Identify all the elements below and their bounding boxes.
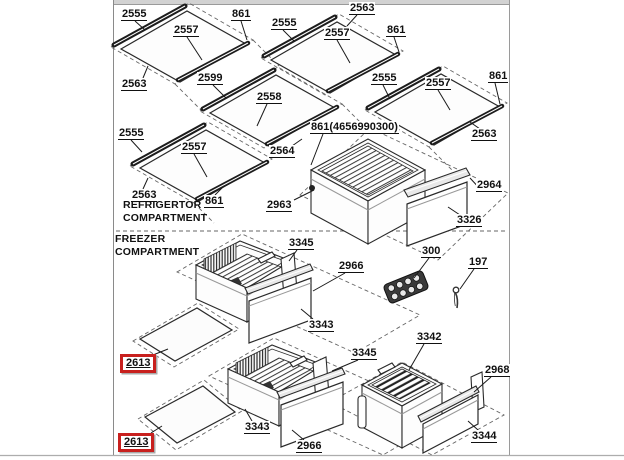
freezer-compartment-title: FREEZER COMPARTMENT [115,233,199,258]
freezer-glass-panels [138,307,237,444]
glass-panel-2613-lower [143,385,237,444]
refrigerator-drawer-group [309,138,471,247]
lower-freezer-basket-group [357,362,485,454]
part-label-300: 300 [421,245,442,258]
part-label-3343-upper: 3343 [308,319,335,332]
part-label-861-shelf-e: 861 [204,195,225,208]
part-label-2963: 2963 [266,199,293,212]
part-label-2563-shelf-e: 2563 [131,189,158,202]
part-label-2557-shelf-a: 2557 [173,24,200,37]
leader-lines [130,14,501,441]
part-label-2968: 2968 [484,364,511,377]
part-label-2555-shelf-c: 2555 [371,72,398,85]
part-label-2555-shelf-b: 2555 [271,17,298,30]
part-label-861-shelf-a: 861 [231,8,252,21]
shelf-d [200,67,340,147]
part-label-2563-shelf-c: 2563 [471,128,498,141]
shelf-a [111,3,251,83]
part-label-2966-upper: 2966 [338,260,365,273]
refrigerator-title-line2: COMPARTMENT [123,211,208,224]
part-label-2613-lower-highlighted[interactable]: 2613 [118,433,155,452]
part-label-2557-shelf-c: 2557 [425,77,452,90]
freezer-title-line2: COMPARTMENT [115,245,200,258]
part-label-2563-shelf-a: 2563 [121,78,148,91]
part-label-2564: 2564 [269,145,296,158]
refrigerator-title-line1: REFRIGERTOR [123,199,202,211]
ice-tray [383,270,429,304]
part-label-2555-shelf-e: 2555 [118,127,145,140]
part-label-861-shelf-c: 861 [488,70,509,83]
refrigerator-shelves [111,3,505,202]
shelf-e [130,122,270,202]
part-label-2557-shelf-b: 2557 [324,27,351,40]
glass-panel-2613-upper [138,307,234,362]
part-label-2555-shelf-a: 2555 [121,8,148,21]
part-label-3342: 3342 [416,331,443,344]
part-label-3345-lower: 3345 [351,347,378,360]
pin-part [452,286,460,309]
part-label-861-shelf-b: 861 [386,24,407,37]
part-label-197: 197 [468,256,489,269]
part-label-2966-lower: 2966 [296,440,323,453]
refrigerator-compartment-title: REFRIGERTOR COMPARTMENT [123,199,207,224]
part-label-2964: 2964 [476,179,503,192]
part-label-3343-lower: 3343 [244,421,271,434]
part-label-2557-shelf-e: 2557 [181,141,208,154]
part-label-3344: 3344 [471,430,498,443]
part-label-2563-shelf-b: 2563 [349,2,376,15]
part-label-2599: 2599 [197,72,224,85]
shelf-c [365,66,505,146]
part-label-3326: 3326 [456,214,483,227]
part-label-2613-upper-highlighted[interactable]: 2613 [120,354,157,373]
shelf-b [261,14,401,94]
part-label-3345-upper: 3345 [288,237,315,250]
part-label-861-full: 861(4656990300) [310,121,399,134]
freezer-title-line1: FREEZER [115,233,166,245]
part-label-2558: 2558 [256,91,283,104]
freezer-basket-group [194,240,314,344]
